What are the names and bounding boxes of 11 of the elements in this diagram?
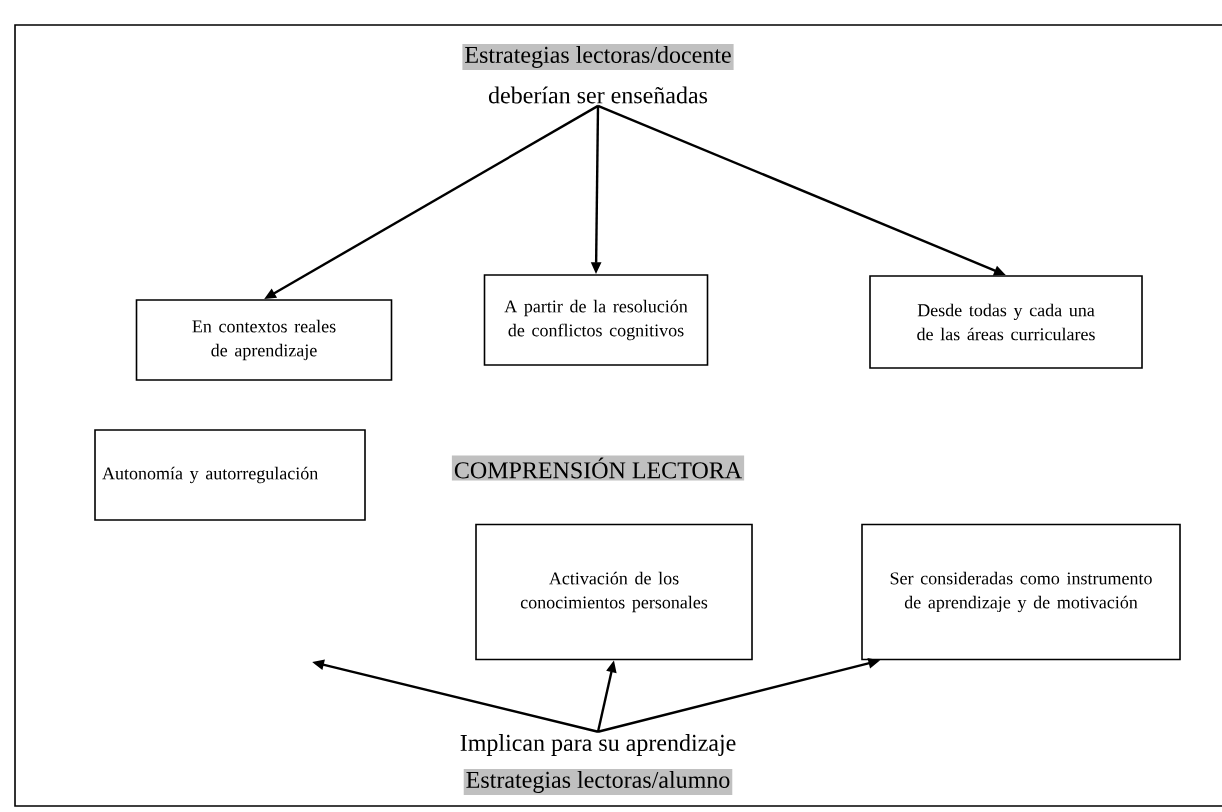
text-box: Activación de los conocimientos personales (475, 523, 753, 661)
text-label: Implican para su aprendizaje (460, 734, 736, 756)
text-label: deberían ser enseñadas (488, 86, 708, 104)
text-box: Autonomía y autorregulación (94, 429, 366, 521)
highlighted-heading: Estrategias lectoras/alumno (463, 769, 733, 795)
highlighted-heading: COMPRENSIÓN LECTORA (451, 455, 745, 481)
text-box: Desde todas y cada una de las áreas curriculares (869, 275, 1143, 369)
text-box: A partir de la resolución de conflictos cognitivos (483, 274, 709, 366)
text-box: Ser consideradas como instrumento de aprendizaje y de motivación (861, 523, 1181, 661)
text-box: En contextos reales de aprendizaje (135, 299, 393, 381)
highlighted-heading: Estrategias lectoras/docente (462, 44, 734, 70)
